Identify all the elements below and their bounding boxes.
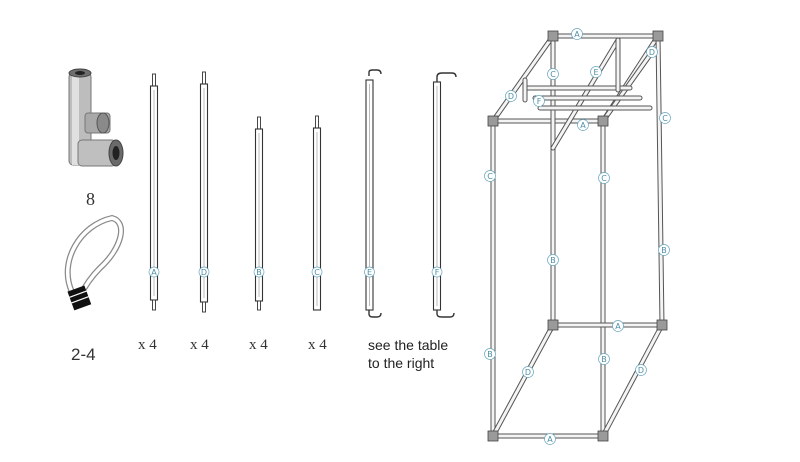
frame-label-letter: A: [615, 322, 621, 331]
frame-label-letter: C: [662, 114, 668, 123]
frame-label-letter: B: [550, 256, 556, 265]
velcro-strap-icon: [64, 214, 124, 311]
frame-joint: [487, 430, 499, 442]
pole-E: E: [364, 69, 382, 318]
frame-label-letter: D: [525, 368, 531, 377]
frame-label-circle: [544, 433, 556, 445]
frame-label-circle: [658, 244, 670, 256]
frame-label-letter: F: [537, 97, 542, 106]
frame-joint: [656, 319, 668, 331]
frame-label-circle: [577, 119, 589, 131]
frame-label-circle: [598, 172, 610, 184]
pole-C-letter: C: [314, 268, 320, 277]
table-note-line2: to the right: [368, 355, 434, 371]
frame-label-letter: B: [601, 355, 607, 364]
pole-C: C: [311, 115, 323, 311]
pole-C-qty: x 4: [308, 337, 327, 353]
table-note-line1: see the table: [368, 337, 448, 353]
frame-label-letter: D: [638, 366, 644, 375]
frame-joint: [547, 319, 559, 331]
frame-label-circle: [522, 366, 534, 378]
frame-label-circle: [612, 320, 624, 332]
frame-joint: [597, 430, 609, 442]
frame-label-circle: [505, 90, 517, 102]
frame-label-circle: [547, 254, 559, 266]
frame-joint: [487, 115, 499, 127]
frame-label-circle: [571, 28, 583, 40]
pole-A-qty: x 4: [138, 337, 157, 353]
frame-label-circle: [635, 364, 647, 376]
frame-label-circle: [533, 95, 545, 107]
pole-B: B: [253, 116, 265, 311]
frame-joint: [547, 30, 559, 42]
pole-F: F: [431, 72, 457, 318]
pole-D-letter: D: [201, 268, 207, 277]
pole-B-qty: x 4: [249, 337, 268, 353]
frame-pipe: [491, 323, 555, 438]
frame-label-letter: D: [508, 92, 514, 101]
frame-label-circle: [484, 348, 496, 360]
pole-B-letter: B: [256, 268, 262, 277]
frame-label-letter: C: [601, 174, 607, 183]
assembled-frame: A D C E D F A C C C B B A B B D D A: [484, 28, 671, 445]
frame-label-circle: [547, 68, 559, 80]
frame-label-letter: B: [487, 350, 493, 359]
connector-count: 8: [86, 189, 95, 209]
frame-label-letter: D: [649, 48, 655, 57]
frame-label-letter: B: [661, 246, 667, 255]
frame-pipe: [601, 323, 664, 438]
frame-joint: [652, 30, 664, 42]
frame-label-letter: E: [593, 68, 598, 77]
pole-D-qty: x 4: [190, 337, 209, 353]
frame-label-circle: [590, 66, 602, 78]
pole-A: A: [148, 73, 160, 311]
frame-label-letter: C: [487, 172, 493, 181]
frame-label-circle: [484, 170, 496, 182]
frame-label-letter: A: [580, 121, 586, 130]
pole-A-letter: A: [151, 268, 157, 277]
frame-joint: [597, 115, 609, 127]
frame-label-letter: A: [574, 30, 580, 39]
corner-connector-icon: [68, 68, 124, 167]
pole-F-letter: F: [435, 268, 440, 277]
pole-E-letter: E: [367, 268, 372, 277]
frame-label-circle: [646, 46, 658, 58]
strap-count: 2-4: [71, 345, 96, 364]
frame-pipe: [656, 34, 664, 327]
frame-label-circle: [598, 353, 610, 365]
frame-label-circle: [659, 112, 671, 124]
frame-label-letter: C: [550, 70, 556, 79]
frame-label-letter: A: [547, 435, 553, 444]
pole-D: D: [198, 71, 210, 313]
frame-pipe: [551, 38, 620, 150]
